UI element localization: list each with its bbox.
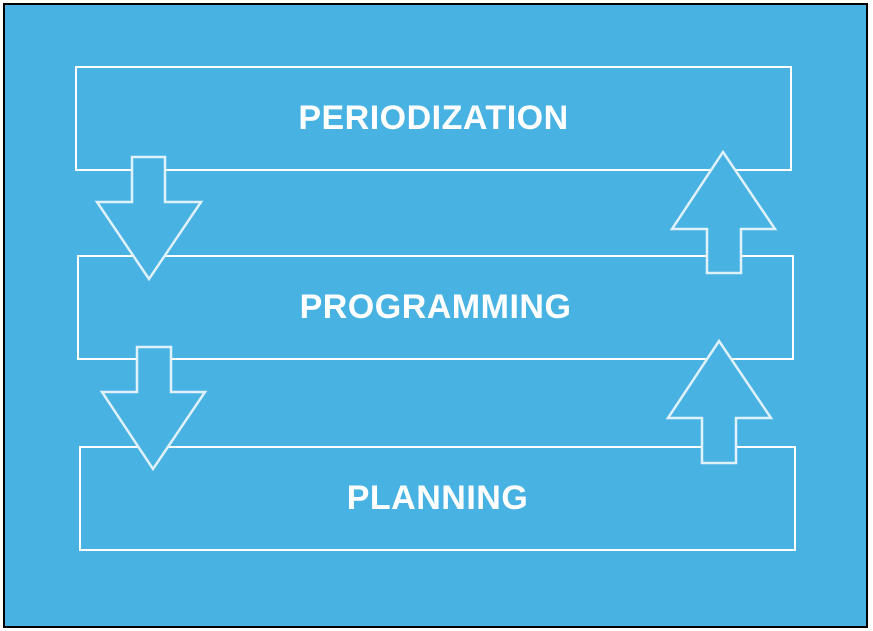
diagram-frame	[3, 3, 868, 628]
stage-label-programming: PROGRAMMING	[299, 288, 572, 326]
up-arrow-icon	[665, 338, 774, 465]
stage-label-planning: PLANNING	[346, 479, 529, 517]
stage-box-periodization: PERIODIZATION	[75, 66, 792, 171]
down-arrow-icon	[99, 345, 208, 472]
stage-box-planning: PLANNING	[79, 446, 796, 551]
stage-box-programming: PROGRAMMING	[77, 255, 794, 360]
down-arrow-icon	[94, 155, 204, 282]
stage-label-periodization: PERIODIZATION	[298, 99, 569, 137]
up-arrow-icon	[669, 149, 778, 275]
